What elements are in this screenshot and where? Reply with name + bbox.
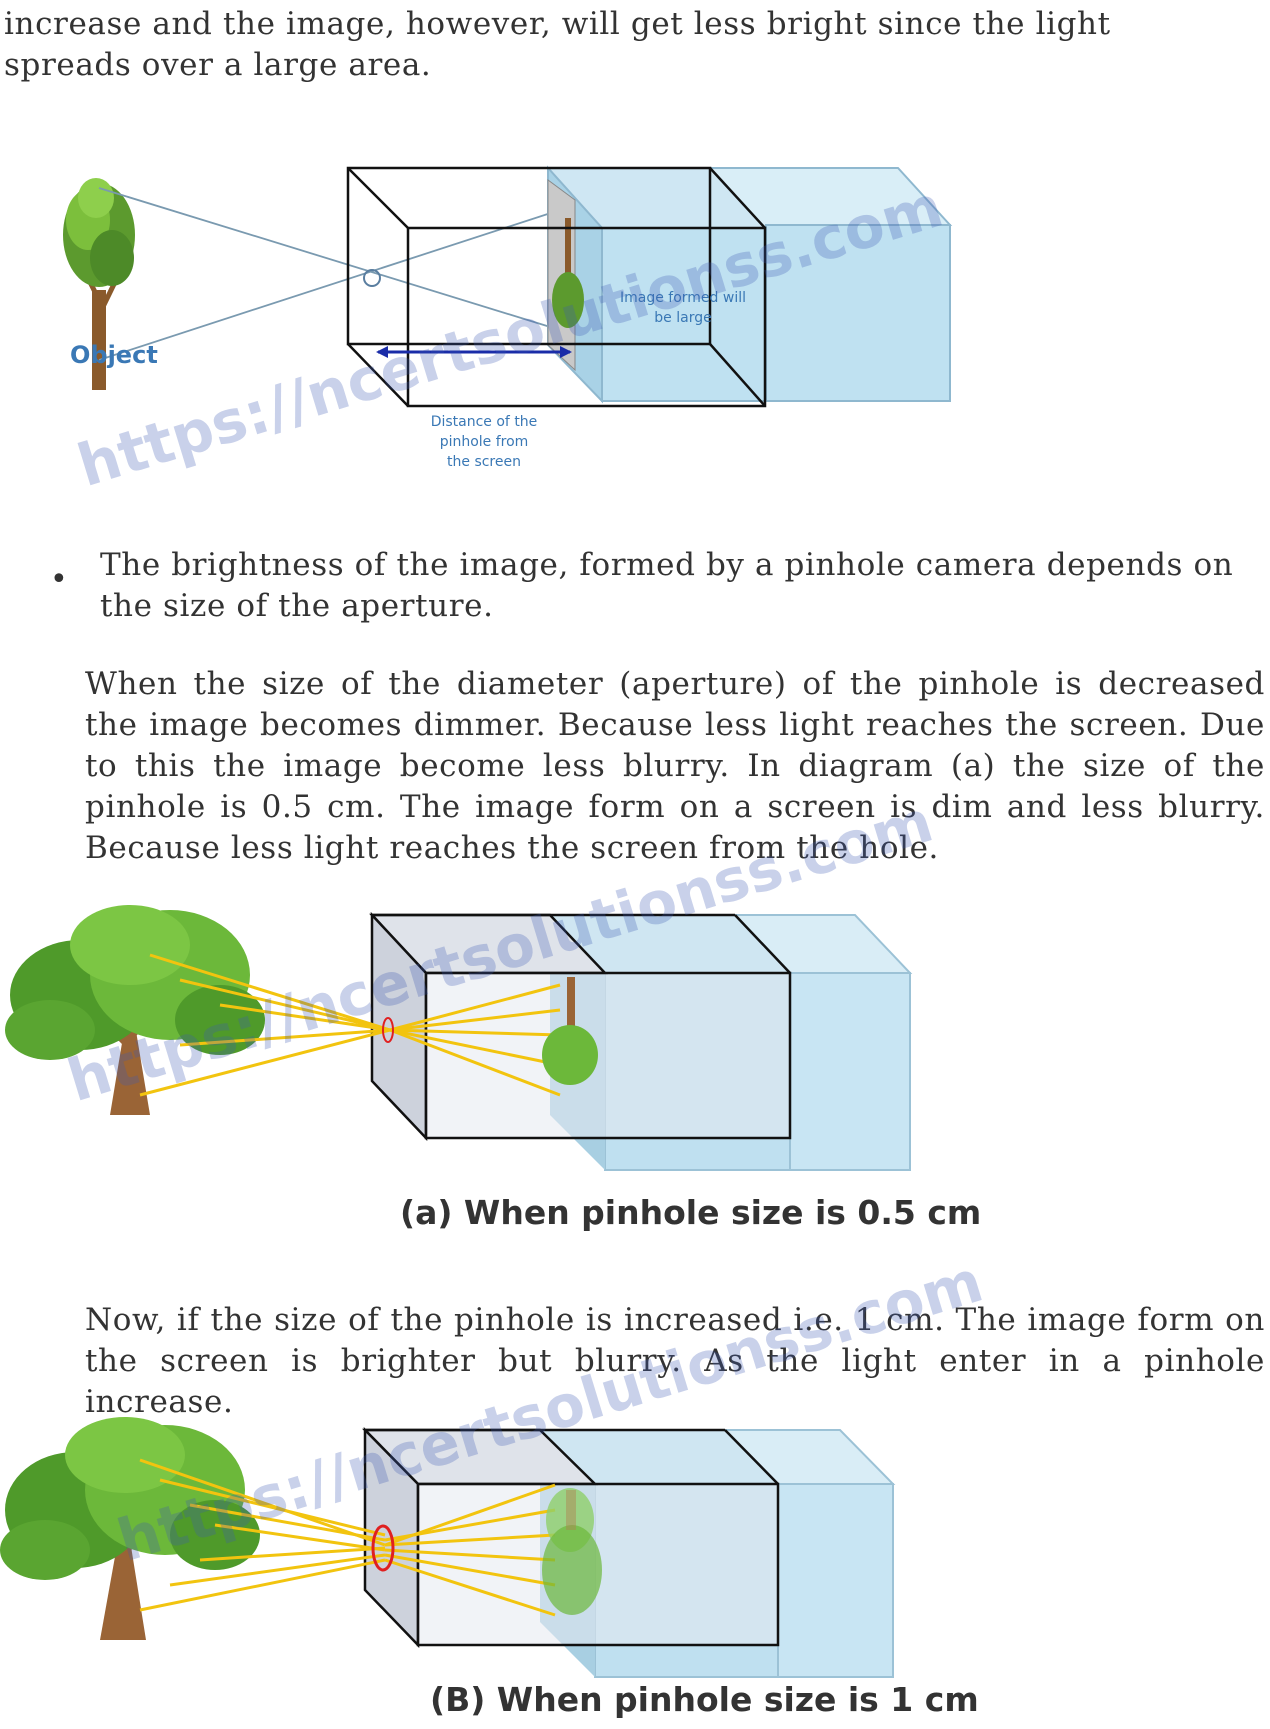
bullet-text: The brightness of the image, formed by a…	[100, 547, 1234, 624]
pinhole-diagram-b	[0, 1417, 896, 1678]
pinhole-diagram-a	[5, 905, 913, 1171]
light-rays	[139, 1458, 556, 1617]
tree-icon	[0, 1417, 260, 1640]
pinhole-diagram-1: Object Image formed will be large Distan…	[63, 165, 953, 470]
light-rays	[139, 953, 561, 1097]
distance-arrow	[376, 346, 572, 358]
ray-top	[98, 187, 561, 331]
inverted-tree-image-icon	[552, 218, 584, 328]
camera-outer-tube	[545, 165, 953, 404]
camera-inner-box	[346, 166, 767, 408]
caption-a: (a) When pinhole size is 0.5 cm	[400, 1193, 982, 1232]
bullet-icon: •	[50, 562, 68, 597]
top-paragraph: increase and the image, however, will ge…	[4, 6, 1111, 83]
image-label-2: be large	[654, 310, 711, 326]
tree-object-icon	[63, 178, 135, 390]
middle-paragraph: When the size of the diameter (aperture)…	[85, 666, 1265, 866]
distance-label-3: the screen	[447, 454, 521, 470]
pinhole-icon	[363, 269, 381, 287]
caption-b: (B) When pinhole size is 1 cm	[430, 1680, 979, 1719]
object-label: Object	[70, 341, 158, 369]
ray-bottom	[98, 209, 561, 361]
bottom-paragraph: Now, if the size of the pinhole is incre…	[85, 1302, 1265, 1420]
distance-label-1: Distance of the	[431, 414, 538, 430]
distance-label-2: pinhole from	[440, 434, 529, 450]
blurry-tree-image-icon	[542, 1488, 602, 1615]
pinhole-icon	[382, 1017, 394, 1043]
image-label-1: Image formed will	[620, 290, 746, 306]
pinhole-icon	[371, 1524, 395, 1572]
inverted-tree-image-icon	[542, 977, 598, 1085]
tree-icon	[5, 905, 265, 1115]
